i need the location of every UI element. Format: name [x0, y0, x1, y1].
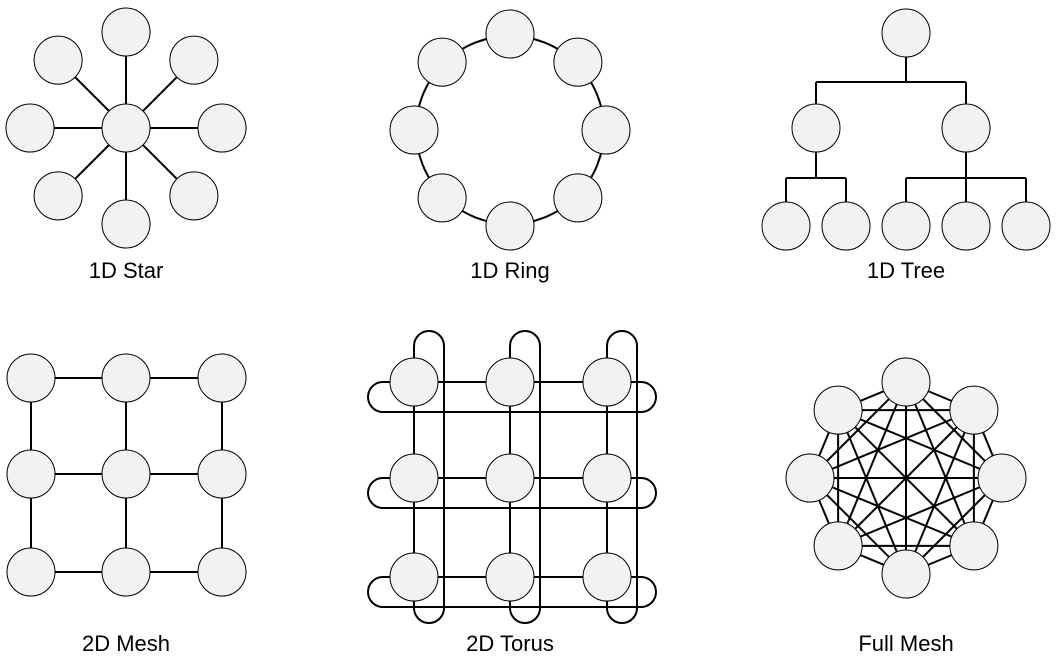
torus-node — [485, 357, 535, 407]
ring-node — [417, 173, 467, 223]
star-node — [101, 199, 151, 249]
full-mesh-node — [813, 385, 863, 435]
ring-node — [485, 201, 535, 251]
ring-node — [553, 173, 603, 223]
mesh-node — [6, 353, 56, 403]
full-mesh-node — [813, 521, 863, 571]
full-mesh-edge — [837, 409, 975, 547]
full-mesh-node — [785, 453, 835, 503]
star-hub-node — [101, 103, 151, 153]
star-node — [5, 103, 55, 153]
full-mesh-edge — [837, 409, 907, 575]
mesh-node — [6, 449, 56, 499]
mesh-node — [101, 353, 151, 403]
torus-wrap-edge — [367, 576, 657, 608]
label-1d-star: 1D Star — [88, 258, 164, 283]
tree-leaf-node — [941, 201, 991, 251]
mesh-node — [101, 547, 151, 597]
torus-node — [389, 552, 439, 602]
mesh-node — [101, 449, 151, 499]
label-2d-mesh: 2D Mesh — [81, 631, 171, 656]
full-mesh-node — [881, 549, 931, 599]
torus-node — [485, 552, 535, 602]
ring-node — [389, 105, 439, 155]
torus-node — [582, 453, 632, 503]
label-1d-ring: 1D Ring — [470, 258, 550, 283]
star-node — [169, 171, 219, 221]
torus-wrap-edge — [413, 330, 445, 624]
torus-wrap-edge — [509, 330, 541, 624]
torus-wrap-edge — [367, 381, 657, 413]
mesh-node — [197, 449, 247, 499]
tree-branch-node — [791, 103, 841, 153]
full-mesh-node — [881, 357, 931, 407]
tree-root-node — [881, 8, 931, 58]
tree-leaf-node — [761, 201, 811, 251]
label-1d-tree: 1D Tree — [866, 258, 946, 283]
star-node — [169, 35, 219, 85]
full-mesh-edge — [837, 409, 1003, 479]
torus-wrap-edge — [367, 477, 657, 509]
mesh-node — [6, 547, 56, 597]
torus-node — [389, 453, 439, 503]
torus-node — [389, 357, 439, 407]
tree-leaf-node — [1001, 201, 1051, 251]
label-2d-torus: 2D Torus — [466, 631, 554, 656]
full-mesh-node — [949, 521, 999, 571]
full-mesh-node — [977, 453, 1027, 503]
torus-node — [485, 453, 535, 503]
label-full-mesh: Full Mesh — [858, 631, 954, 656]
tree-leaf-node — [821, 201, 871, 251]
star-node — [33, 171, 83, 221]
ring-node — [553, 37, 603, 87]
star-node — [101, 7, 151, 57]
mesh-node — [197, 547, 247, 597]
star-node — [33, 35, 83, 85]
torus-node — [582, 357, 632, 407]
tree-leaf-node — [881, 201, 931, 251]
mesh-node — [197, 353, 247, 403]
star-node — [197, 103, 247, 153]
tree-branch-node — [941, 103, 991, 153]
ring-node — [485, 9, 535, 59]
torus-node — [582, 552, 632, 602]
full-mesh-node — [949, 385, 999, 435]
ring-node — [581, 105, 631, 155]
torus-wrap-edge — [606, 330, 638, 624]
ring-node — [417, 37, 467, 87]
